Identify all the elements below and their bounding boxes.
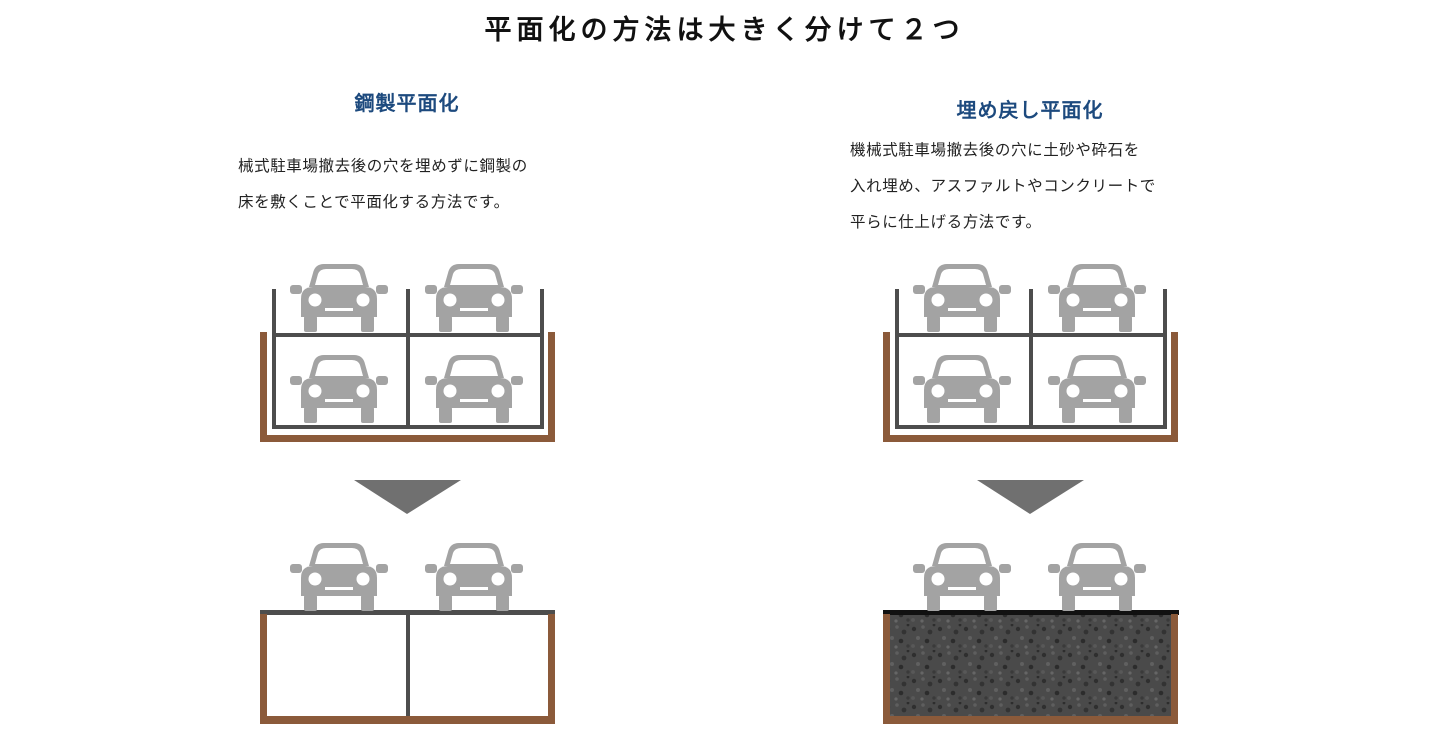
steel-deck [260, 610, 555, 615]
pit-floor [883, 435, 1178, 442]
backfill-method-description: 機械式駐車場撤去後の穴に土砂や砕石を 入れ埋め、アスファルトやコンクリートで 平… [850, 132, 1156, 240]
rack-post [406, 289, 410, 429]
pit-floor [260, 716, 555, 724]
car-icon [1048, 355, 1146, 423]
backfill-gravel [890, 614, 1171, 716]
deck-support [406, 614, 410, 716]
steel-method-description: 械式駐車場撤去後の穴を埋めずに鋼製の 床を敷くことで平面化する方法です。 [238, 148, 528, 220]
car-icon [425, 264, 523, 332]
car-icon [913, 264, 1011, 332]
rack-bottom [272, 425, 544, 429]
car-icon [913, 543, 1011, 611]
rack-post [272, 289, 276, 429]
car-icon [425, 355, 523, 423]
description-line: 平らに仕上げる方法です。 [850, 213, 1042, 231]
rack-shelf [895, 333, 1167, 337]
rack-shelf [272, 333, 544, 337]
rack-post [895, 289, 899, 429]
pit-wall-right [1171, 614, 1178, 724]
pit-wall-right [548, 332, 555, 442]
car-icon [290, 543, 388, 611]
car-icon [290, 355, 388, 423]
pit-wall-right [1171, 332, 1178, 442]
rack-bottom [895, 425, 1167, 429]
rack-post [1163, 289, 1167, 429]
asphalt-surface [883, 610, 1179, 615]
page-title: 平面化の方法は大きく分けて２つ [484, 15, 965, 46]
down-arrow-icon [977, 480, 1084, 514]
pit-wall-left [260, 332, 267, 442]
car-icon [913, 355, 1011, 423]
rack-post [1029, 289, 1033, 429]
down-arrow-icon [354, 480, 461, 514]
steel-method-title: 鋼製平面化 [354, 91, 460, 115]
car-icon [425, 543, 523, 611]
pit-wall-left [260, 614, 267, 724]
backfill-method-title: 埋め戻し平面化 [956, 98, 1104, 122]
description-line: 入れ埋め、アスファルトやコンクリートで [850, 177, 1156, 195]
rack-post [540, 289, 544, 429]
car-icon [1048, 543, 1146, 611]
pit-wall-left [883, 614, 890, 724]
description-line: 機械式駐車場撤去後の穴に土砂や砕石を [850, 141, 1140, 159]
description-line: 床を敷くことで平面化する方法です。 [238, 193, 510, 211]
description-line: 械式駐車場撤去後の穴を埋めずに鋼製の [238, 157, 528, 175]
pit-wall-left [883, 332, 890, 442]
car-icon [1048, 264, 1146, 332]
pit-floor [260, 435, 555, 442]
pit-wall-right [548, 614, 555, 724]
car-icon [290, 264, 388, 332]
pit-floor [883, 716, 1178, 724]
